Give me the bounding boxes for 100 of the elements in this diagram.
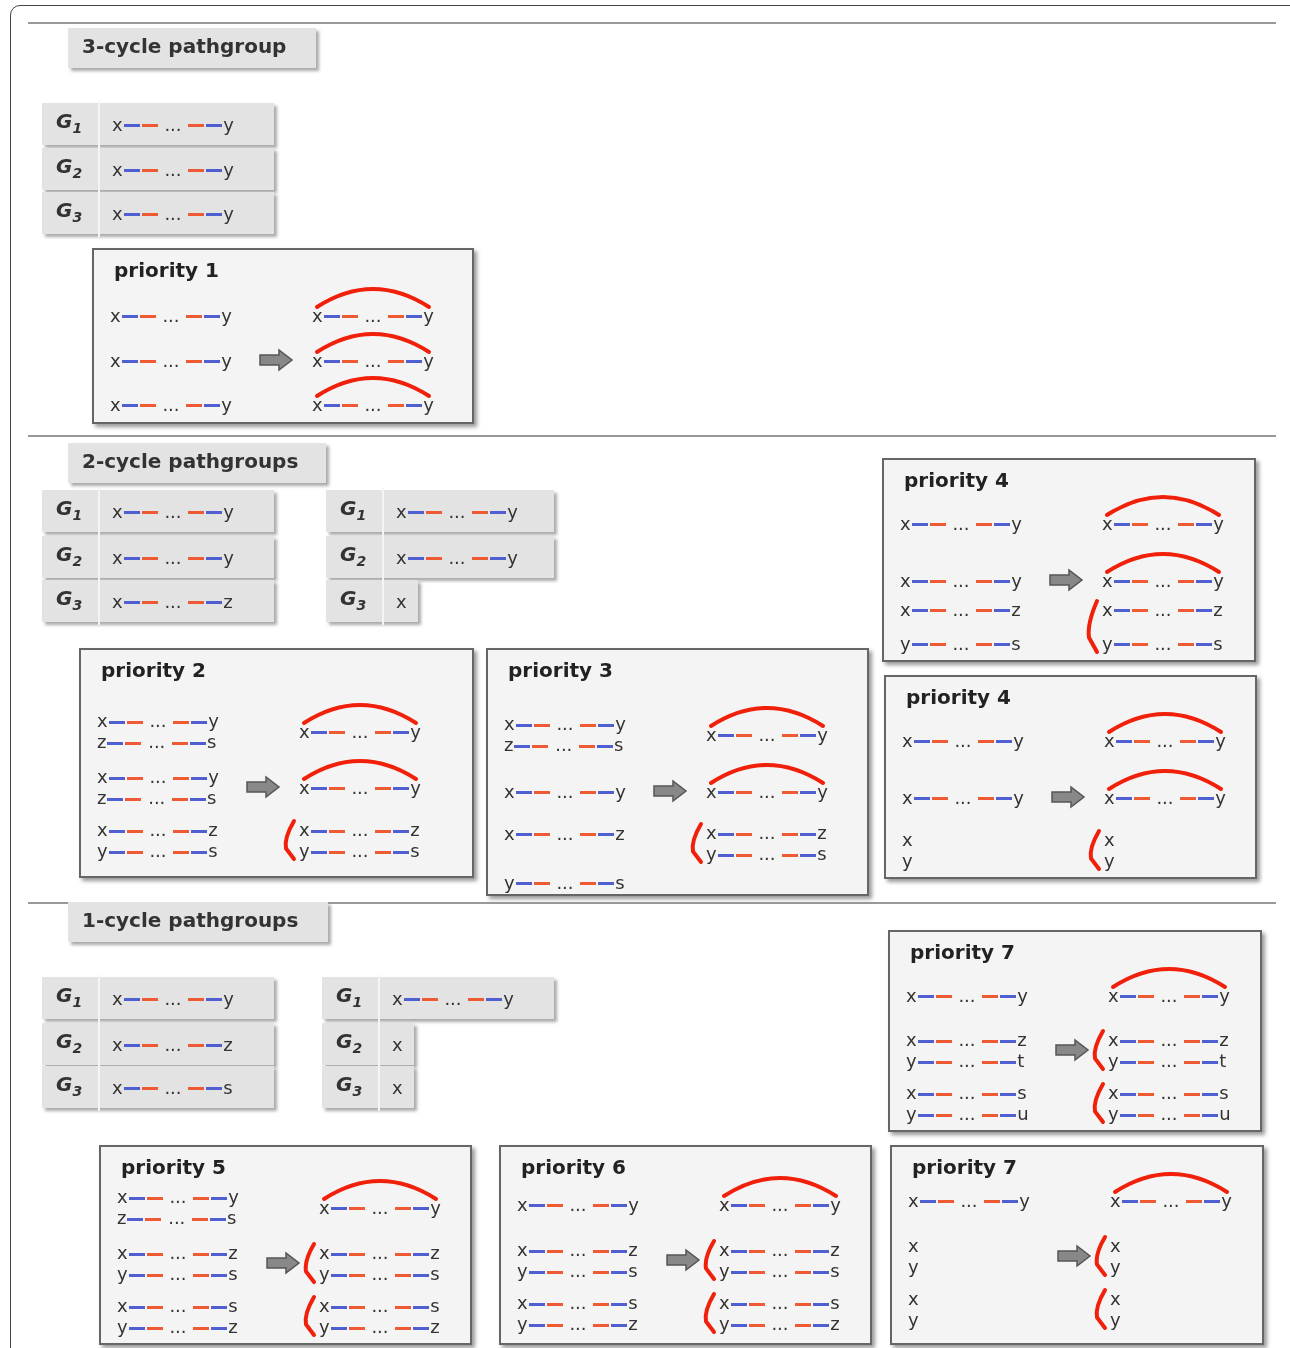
- path-row: y ... s: [1102, 632, 1223, 654]
- path-row: x ... z: [112, 1033, 233, 1055]
- path-row: y: [1104, 850, 1115, 871]
- path-row: x ... y: [97, 710, 219, 731]
- path-row: x ... y: [110, 349, 232, 371]
- panel-title: priority 2: [101, 658, 206, 682]
- path-row: x ... y: [110, 304, 232, 326]
- path-row: x ... y: [396, 546, 518, 568]
- path-row: x: [1110, 1235, 1121, 1256]
- path-row: z ... s: [117, 1207, 237, 1228]
- group-label: G$_{1}$: [326, 487, 384, 535]
- path-row: y ... s: [706, 843, 827, 864]
- path-row: x ... y: [902, 786, 1024, 808]
- path-row: x ... z: [706, 822, 827, 843]
- panel-title: priority 4: [904, 468, 1009, 492]
- path-row: y ... s: [117, 1263, 238, 1284]
- path-row: x ... z: [1108, 1029, 1229, 1050]
- path-row: x ... y: [719, 1193, 841, 1215]
- path-row: x ... y: [706, 723, 828, 745]
- panel-title: priority 6: [521, 1155, 626, 1179]
- priority-panel: [92, 248, 474, 424]
- path-row: y ... u: [1108, 1103, 1231, 1124]
- path-row: z ... s: [97, 787, 217, 808]
- group-label: G$_{1}$: [42, 487, 100, 535]
- path-row: x ... y: [517, 1193, 639, 1215]
- priority-panel: [890, 1145, 1264, 1345]
- priority-panel: [499, 1145, 872, 1345]
- pathgroup-row: [42, 1066, 274, 1108]
- path-row: x ... z: [719, 1239, 840, 1260]
- priority-panel: [99, 1145, 472, 1345]
- pathgroup-row: [42, 192, 274, 234]
- path-row: x ... s: [1108, 1082, 1229, 1103]
- priority-panel: [486, 648, 869, 896]
- path-row: x ... z: [906, 1029, 1027, 1050]
- path-row: x ... z: [299, 819, 420, 840]
- path-row: y ... z: [319, 1316, 440, 1337]
- path-row: x ... y: [908, 1189, 1030, 1211]
- panel-title: priority 7: [912, 1155, 1017, 1179]
- pathgroup-row: [322, 977, 554, 1019]
- panel-title: priority 5: [121, 1155, 226, 1179]
- path-row: x ... y: [299, 776, 421, 798]
- path-row: x ... y: [299, 720, 421, 742]
- section-header: 2-cycle pathgroups: [68, 443, 326, 483]
- group-label: G$_{3}$: [42, 189, 100, 237]
- path-row: y: [908, 1256, 919, 1277]
- path-row: x: [1110, 1288, 1121, 1309]
- pathgroup-row: [42, 977, 274, 1019]
- path-row: x: [396, 590, 407, 612]
- group-label: G$_{1}$: [42, 974, 100, 1022]
- path-row: y ... z: [117, 1316, 238, 1337]
- path-row: x ... s: [906, 1082, 1027, 1103]
- path-row: x: [392, 1033, 403, 1055]
- group-label: G$_{3}$: [42, 577, 100, 625]
- path-row: x ... y: [112, 987, 234, 1009]
- path-row: y ... s: [517, 1260, 638, 1281]
- pathgroup-row: [42, 536, 274, 578]
- path-row: x ... y: [1102, 569, 1224, 591]
- path-row: x ... y: [112, 500, 234, 522]
- priority-panel: [888, 930, 1262, 1132]
- path-row: y ... s: [319, 1263, 440, 1284]
- path-row: x ... s: [319, 1295, 440, 1316]
- path-row: y ... z: [719, 1313, 840, 1334]
- path-row: x ... y: [312, 304, 434, 326]
- path-row: x ... y: [1110, 1189, 1232, 1211]
- path-row: x ... s: [112, 1076, 233, 1098]
- path-row: x ... y: [504, 780, 626, 802]
- path-row: x ... y: [112, 158, 234, 180]
- path-row: x ... y: [97, 766, 219, 787]
- panel-title: priority 1: [114, 258, 219, 282]
- path-row: x: [902, 829, 913, 850]
- priority-panel: [79, 648, 474, 878]
- panel-title: priority 4: [906, 685, 1011, 709]
- path-row: x ... y: [902, 729, 1024, 751]
- pathgroup-row: [42, 1023, 274, 1065]
- path-row: y ... z: [517, 1313, 638, 1334]
- path-row: x ... s: [719, 1292, 840, 1313]
- path-row: x ... y: [706, 780, 828, 802]
- path-row: x ... y: [396, 500, 518, 522]
- path-row: x ... z: [900, 598, 1021, 620]
- section-header: 3-cycle pathgroup: [68, 28, 316, 68]
- path-row: x ... y: [900, 569, 1022, 591]
- panel-title: priority 7: [910, 940, 1015, 964]
- path-row: x ... z: [319, 1242, 440, 1263]
- path-row: x ... y: [112, 202, 234, 224]
- path-row: x ... y: [1104, 786, 1226, 808]
- path-row: y ... s: [900, 632, 1021, 654]
- panel-title: priority 3: [508, 658, 613, 682]
- path-row: x ... y: [504, 713, 626, 734]
- path-row: x ... y: [112, 546, 234, 568]
- pathgroup-row: [42, 103, 274, 145]
- path-row: y: [1110, 1256, 1121, 1277]
- priority-panel: [884, 675, 1257, 879]
- pathgroup-row: [322, 1066, 414, 1108]
- path-row: y ... s: [719, 1260, 840, 1281]
- section-header: 1-cycle pathgroups: [68, 902, 328, 942]
- path-row: x ... z: [97, 819, 218, 840]
- path-row: x ... y: [392, 987, 514, 1009]
- path-row: x ... z: [1102, 598, 1223, 620]
- path-row: y ... s: [299, 840, 420, 861]
- path-row: x ... y: [319, 1196, 441, 1218]
